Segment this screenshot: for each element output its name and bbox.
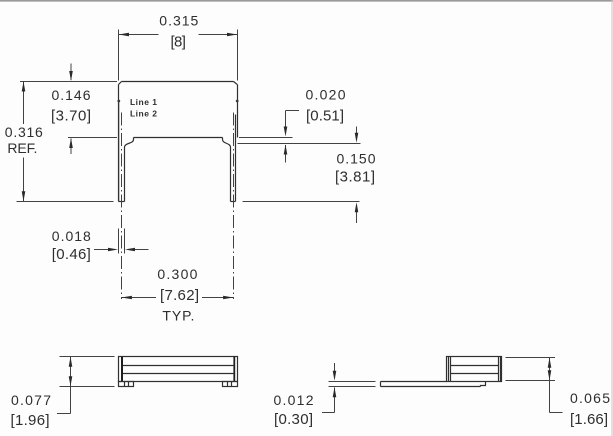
svg-text:Line 2: Line 2	[130, 109, 157, 119]
svg-text:[0.51]: [0.51]	[306, 108, 344, 125]
svg-text:[1.66]: [1.66]	[570, 411, 608, 428]
svg-text:0.150: 0.150	[337, 151, 376, 167]
svg-text:0.300: 0.300	[157, 266, 197, 282]
svg-text:Line 1: Line 1	[130, 97, 157, 107]
svg-text:TYP.: TYP.	[162, 308, 194, 324]
svg-text:0.018: 0.018	[52, 228, 91, 244]
svg-text:REF.: REF.	[7, 140, 37, 156]
svg-text:0.012: 0.012	[274, 392, 314, 408]
svg-text:0.065: 0.065	[570, 390, 610, 406]
svg-text:[8]: [8]	[170, 34, 186, 51]
svg-text:[0.46]: [0.46]	[52, 246, 91, 263]
svg-text:0.020: 0.020	[306, 87, 346, 103]
svg-text:[3.81]: [3.81]	[335, 169, 375, 186]
svg-text:0.146: 0.146	[52, 87, 91, 103]
svg-text:[1.96]: [1.96]	[11, 412, 50, 429]
svg-text:[3.70]: [3.70]	[51, 108, 91, 125]
svg-text:0.315: 0.315	[159, 13, 198, 29]
svg-text:[0.30]: [0.30]	[274, 411, 313, 428]
svg-text:0.316: 0.316	[5, 124, 43, 140]
svg-text:0.077: 0.077	[11, 392, 51, 408]
svg-text:[7.62]: [7.62]	[160, 287, 199, 304]
